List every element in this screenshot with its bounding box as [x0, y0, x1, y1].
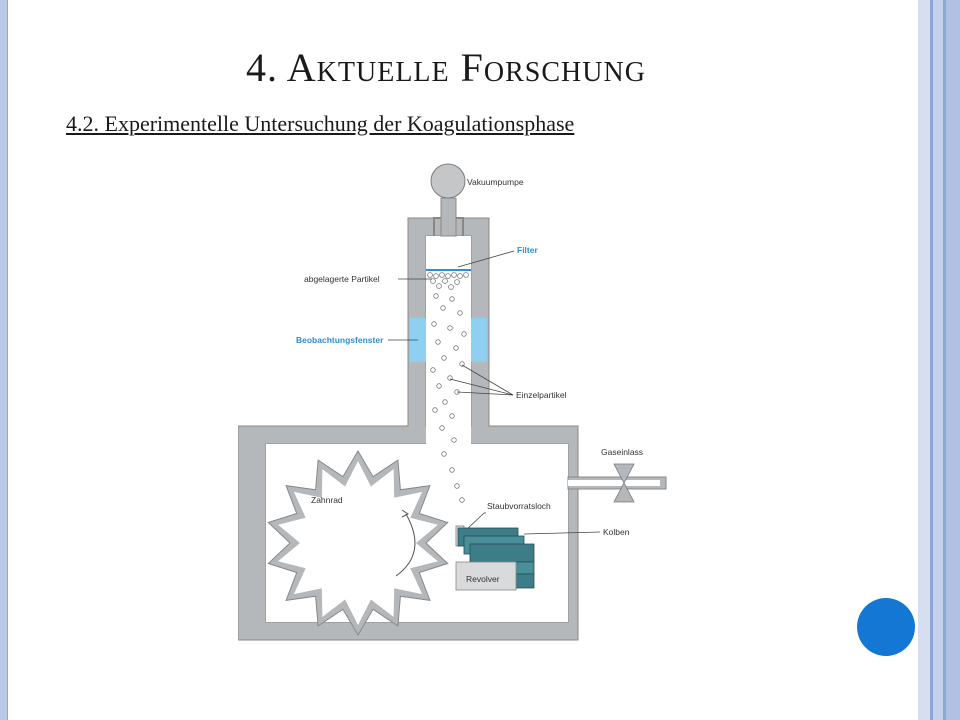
gear-inner [278, 461, 438, 625]
observation-window-right [471, 318, 487, 362]
label-zahnrad: Zahnrad [311, 495, 343, 505]
slide-frame-right [918, 0, 960, 720]
label-abgelagerte-partikel: abgelagerte Partikel [304, 274, 380, 284]
coagulation-apparatus-diagram: Vakuumpumpe Filter abgelagerte Partikel … [238, 163, 667, 641]
valve-icon [613, 463, 635, 503]
vacuum-pump-icon [430, 163, 466, 199]
label-einzelpartikel: Einzelpartikel [516, 390, 567, 400]
label-kolben: Kolben [603, 527, 630, 537]
slide-accent-circle [857, 598, 915, 656]
rotation-arrow [395, 513, 416, 577]
slide-subtitle: 4.2. Experimentelle Untersuchung der Koa… [66, 111, 575, 136]
deposited-particles [427, 272, 469, 290]
label-beobachtungsfenster: Beobachtungsfenster [296, 335, 384, 345]
label-filter: Filter [517, 245, 538, 255]
label-vakuumpumpe: Vakuumpumpe [467, 177, 524, 187]
slide-title: 4. Aktuelle Forschung [246, 45, 646, 90]
revolver-block [455, 561, 517, 591]
label-gaseinlass: Gaseinlass [601, 447, 643, 457]
label-staubvorratsloch: Staubvorratsloch [487, 501, 551, 511]
label-revolver: Revolver [466, 574, 500, 584]
slide-frame-left [0, 0, 8, 720]
